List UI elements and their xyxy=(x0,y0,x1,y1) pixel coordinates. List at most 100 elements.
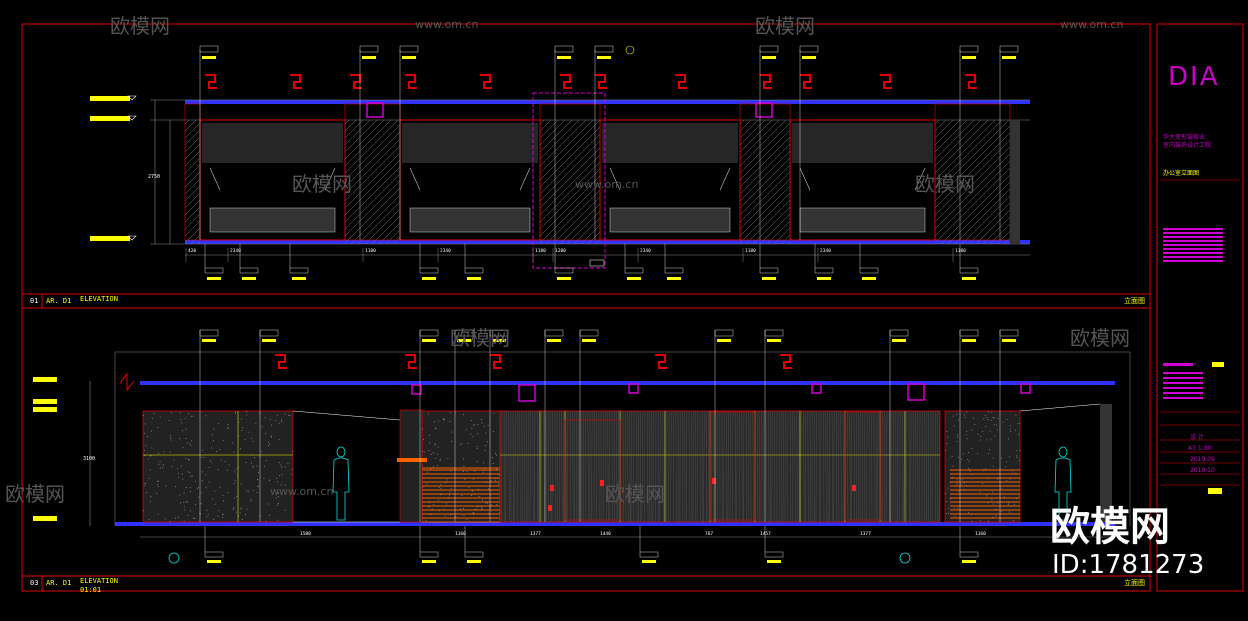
v2-stone-panel-right-dot xyxy=(947,431,948,432)
v2-stone-panel-left-dot xyxy=(255,423,256,424)
v2-stone-panel-left-dot xyxy=(268,445,269,446)
v2-stone-panel-left-dot xyxy=(257,492,258,493)
v2-stone-panel-right-dot xyxy=(1020,450,1021,451)
v2-stone-panel-left-dot xyxy=(149,478,150,479)
v2-floor-band xyxy=(115,522,1115,526)
v1-bottom-tag xyxy=(420,268,438,273)
v2-bottom-text xyxy=(642,560,656,563)
v2-stone-panel-right-dot xyxy=(971,448,972,449)
v1-callout-tag xyxy=(200,46,218,52)
v2-bottom-text xyxy=(422,560,436,563)
v1-hatch xyxy=(185,151,200,166)
v2-stone-panel-left-dot xyxy=(192,476,193,477)
v2-stone-panel-right-dot xyxy=(1019,460,1020,461)
v2-break-left xyxy=(120,374,134,390)
v2-stone-panel-2-dot xyxy=(491,480,492,481)
watermark-brand-5: 欧模网 xyxy=(450,322,510,351)
v2-stone-panel-left-dot xyxy=(244,439,245,440)
v2-stone-panel-right-dot xyxy=(1001,458,1002,459)
tb-stripe-2 xyxy=(1163,392,1203,394)
v2-stone-panel-2-dot xyxy=(477,461,478,462)
v2-stone-panel-2-dot xyxy=(495,480,496,481)
v2-person-left-head xyxy=(337,447,345,457)
v2-stone-panel-2-dot xyxy=(433,452,434,453)
v1-callout-tag xyxy=(360,46,378,52)
v2-stone-panel-left-dot xyxy=(186,458,187,459)
v2-stone-panel-right-dot xyxy=(988,521,989,522)
v2-stone-panel-left-dot xyxy=(238,516,239,517)
v2-stone-panel-2-dot xyxy=(464,466,465,467)
v2-stone-panel-2-dot xyxy=(499,474,500,475)
v2-stone-panel-right-dot xyxy=(1010,431,1011,432)
tb-stripe xyxy=(1163,248,1223,250)
v2-stone-panel-left-dot xyxy=(277,481,278,482)
v2-stone-panel-left-dot xyxy=(180,503,181,504)
v2-stone-panel-right-dot xyxy=(980,436,981,437)
v2-bottom-tag xyxy=(205,552,223,557)
v1-break-symbol xyxy=(205,75,217,88)
v1-dim-value: 1180 xyxy=(535,248,546,254)
v2-stone-panel-left-dot xyxy=(222,517,223,518)
v1-floor-band xyxy=(185,240,1030,244)
v2-stone-panel-left-dot xyxy=(164,452,165,453)
v2-stone-panel-2-dot xyxy=(473,479,474,480)
v2-stone-panel-right-dot xyxy=(993,504,994,505)
v2-vent xyxy=(812,384,821,393)
v2-break-symbol xyxy=(490,355,502,368)
v2-stone-panel-2-dot xyxy=(471,428,472,429)
v1-bottom-text xyxy=(667,277,681,280)
v1-hatch xyxy=(746,200,790,244)
v2-red-marker xyxy=(550,485,554,491)
v2-stone-panel-2-dot xyxy=(424,452,425,453)
v2-stone-panel-left-dot xyxy=(190,443,191,444)
v2-stone-panel-2-dot xyxy=(477,448,478,449)
v2-bottom-tag xyxy=(420,552,438,557)
v2-stone-panel-left-dot xyxy=(200,514,201,515)
v2-stone-panel-2-dot xyxy=(451,488,452,489)
v2-stone-panel-left-dot xyxy=(206,474,207,475)
v2-stone-panel-left-dot xyxy=(257,479,258,480)
v2-stone-panel-right-dot xyxy=(990,431,991,432)
v2-dim-value: 1440 xyxy=(600,531,611,537)
tb-mark-1 xyxy=(1163,363,1193,366)
v2-stone-panel-2-dot xyxy=(435,458,436,459)
v2-stone-panel-2-dot xyxy=(435,428,436,429)
v2-stone-panel-left-dot xyxy=(288,415,289,416)
v2-callout-text xyxy=(767,339,781,342)
v1-hatch xyxy=(935,120,939,124)
v2-bottom-tag xyxy=(765,552,783,557)
v2-stone-panel-left-dot xyxy=(218,423,219,424)
v2-dim-value: 1457 xyxy=(760,531,771,537)
v1-bottom-tag xyxy=(860,268,878,273)
v2-stone-panel-left-dot xyxy=(228,424,229,425)
v2-stone-panel-right-dot xyxy=(1000,488,1001,489)
v2-stone-panel-left-dot xyxy=(175,486,176,487)
v2-stone-panel-2-dot xyxy=(437,465,438,466)
watermark-brand-6: 欧模网 xyxy=(1070,322,1130,351)
v1-hatch xyxy=(185,214,200,229)
v2-dim-value: 1160 xyxy=(975,531,986,537)
v2-stone-panel-left-dot xyxy=(208,514,209,515)
v2-stone-panel-2-dot xyxy=(462,495,463,496)
v2-stone-panel-left-dot xyxy=(251,438,252,439)
v2-stone-panel-left-dot xyxy=(175,518,176,519)
v2-stone-panel-2-dot xyxy=(494,413,495,414)
v2-stone-panel-2-dot xyxy=(479,496,480,497)
v1-hatch xyxy=(546,190,600,244)
v2-stone-panel-left-dot xyxy=(241,430,242,431)
v2-stone-panel-right-dot xyxy=(962,479,963,480)
v2-stone-panel-left-dot xyxy=(184,507,185,508)
v2-stone-panel-right-dot xyxy=(1009,512,1010,513)
v1-hatch xyxy=(345,120,377,152)
v2-stone-panel-left-dot xyxy=(251,501,252,502)
v2-stone-panel-left-dot xyxy=(213,519,214,520)
v2-stone-panel-left-dot xyxy=(259,413,260,414)
v2-stone-panel-2 xyxy=(422,411,500,522)
v1-bottom-tag xyxy=(205,268,223,273)
date-1: 2019.09 xyxy=(1190,456,1215,463)
v1-hatch xyxy=(540,120,544,124)
v1-hatch xyxy=(185,221,200,236)
v2-stone-panel-2-dot xyxy=(468,443,469,444)
v2-stone-panel-right-dot xyxy=(948,513,949,514)
v2-stone-panel-2-dot xyxy=(422,451,423,452)
